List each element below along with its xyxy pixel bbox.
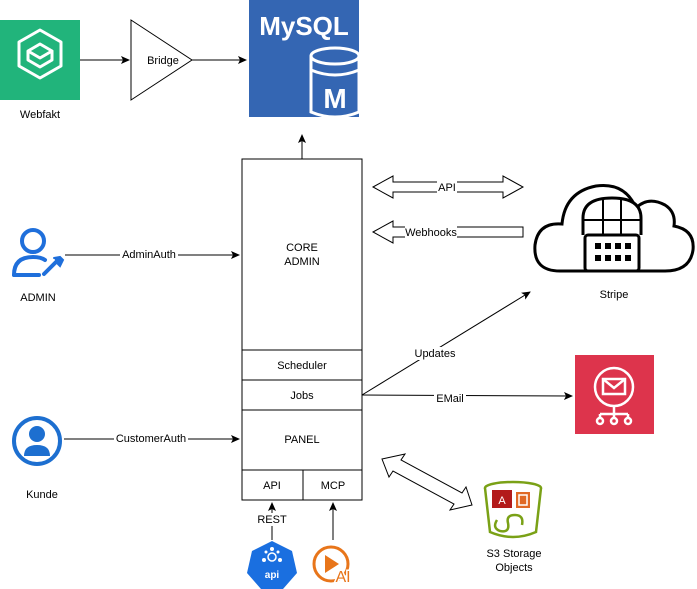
email-edge-label: EMail <box>436 393 464 405</box>
api-box <box>241 469 304 501</box>
rest-edge-label: REST <box>257 514 287 526</box>
bridge-node[interactable]: Bridge <box>130 19 193 101</box>
webfakt-node[interactable]: Webfakt <box>0 20 80 121</box>
stripe-node[interactable]: Stripe <box>533 183 695 301</box>
webfakt-cube-icon <box>17 28 63 80</box>
s3-label-line2: Objects <box>495 562 533 574</box>
s3-bucket-icon: A <box>483 480 543 539</box>
s3-node[interactable]: A S3 Storage Objects <box>483 480 543 574</box>
api-edge-label: API <box>438 182 456 194</box>
customer-auth-label: CustomerAuth <box>116 433 186 445</box>
customer-auth-label-bg <box>114 432 188 445</box>
panel-block[interactable]: PANEL <box>241 409 363 471</box>
jobs-box <box>241 379 363 411</box>
edge-webhooks: Webhooks <box>371 220 524 244</box>
scheduler-block[interactable]: Scheduler <box>241 349 363 381</box>
webfakt-icon-bg <box>0 20 80 100</box>
ai-play-icon <box>312 545 350 583</box>
updates-edge-label: Updates <box>415 348 456 360</box>
admin-auth-label-bg <box>120 248 178 261</box>
kunde-node[interactable]: Kunde <box>12 416 62 501</box>
webfakt-label: Webfakt <box>20 109 60 121</box>
edge-s3-bidirectional <box>381 453 473 511</box>
admin-label: ADMIN <box>20 292 56 304</box>
bridge-shape <box>130 19 193 101</box>
edge-updates <box>361 291 531 396</box>
panel-box <box>241 409 363 471</box>
mcp-block[interactable]: MCP <box>302 469 363 501</box>
mysql-node[interactable]: MySQL M <box>249 0 361 119</box>
webhooks-edge-label: Webhooks <box>405 227 457 239</box>
rest-label-bg <box>254 513 290 526</box>
api-client-node[interactable]: api <box>247 541 297 589</box>
api-block[interactable]: API <box>241 469 304 501</box>
stripe-label: Stripe <box>600 289 629 301</box>
mysql-title: MySQL <box>259 11 349 41</box>
core-admin-block[interactable]: CORE ADMIN <box>241 158 363 351</box>
mysql-badge: M <box>323 83 346 114</box>
s3-label-line1: S3 Storage <box>486 548 541 560</box>
admin-auth-label: AdminAuth <box>122 249 176 261</box>
user-circle-icon <box>12 416 62 466</box>
jobs-label: Jobs <box>290 390 314 402</box>
user-wrench-icon <box>12 228 65 277</box>
updates-label-bg <box>412 347 458 360</box>
panel-label: PANEL <box>284 434 319 446</box>
email-service-icon <box>593 366 635 426</box>
scheduler-label: Scheduler <box>277 360 327 372</box>
ai-icon-label: AI <box>335 569 350 586</box>
cloud-server-icon <box>533 183 695 273</box>
mcp-box <box>302 469 363 501</box>
scheduler-box <box>241 349 363 381</box>
edge-api-bidirectional: API <box>371 175 525 199</box>
svg-text:A: A <box>498 495 506 507</box>
core-label-line2: ADMIN <box>284 256 320 268</box>
api-box-label: API <box>263 480 281 492</box>
mcp-box-label: MCP <box>321 480 345 492</box>
email-label-bg <box>434 392 466 405</box>
ai-client-node[interactable]: AI <box>312 545 352 588</box>
openapi-hex-icon <box>247 541 297 589</box>
edge-email <box>361 391 573 400</box>
jobs-block[interactable]: Jobs <box>241 379 363 411</box>
email-node[interactable] <box>575 355 654 434</box>
core-admin-box <box>241 158 363 351</box>
bridge-label: Bridge <box>147 55 179 67</box>
kunde-label: Kunde <box>26 489 58 501</box>
database-cylinder-icon: M <box>309 46 361 119</box>
admin-node[interactable]: ADMIN <box>12 228 65 304</box>
api-icon-label: api <box>265 570 280 581</box>
core-label-line1: CORE <box>286 242 318 254</box>
